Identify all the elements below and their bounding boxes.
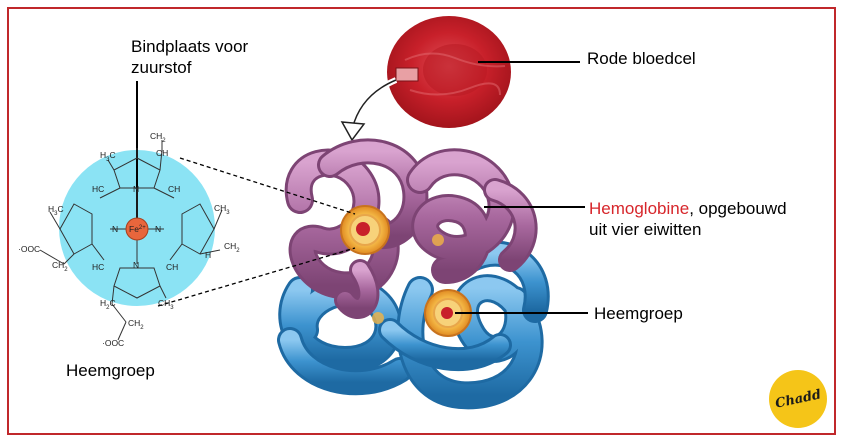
red-frame [7,7,836,435]
ooc-left-label: ·OOC [18,244,40,254]
binding-site-label: Bindplaats voor zuurstof [131,36,248,78]
hemoglobin-highlight: Hemoglobine [589,199,690,218]
n-bottom: N [133,260,139,270]
hemoglobin-line-1: Hemoglobine, opgebouwd [589,198,787,219]
ch3-bottom-label: CH3 [158,298,174,311]
heme-bonds [39,140,223,341]
hemoglobin-label: Hemoglobine, opgebouwd uit vier eiwitten [589,198,787,240]
ch2-top-label: CH2 [150,131,166,144]
n-top: N [133,184,139,194]
ch2-bottom-label: CH2 [128,318,144,331]
zoom-dash-bottom [157,247,356,307]
binding-site-line-2: zuurstof [131,58,192,77]
heme-group-label-right: Heemgroep [594,304,683,323]
iron-atom [125,217,149,241]
zoom-arrow [340,77,398,142]
chadd-logo: Chadd [769,370,827,428]
iron-label: Fe2+ [129,224,146,234]
h-vinyl-label: H [205,250,211,260]
h3c-top-label: H3C [100,150,116,163]
ch-right-label: CH [168,184,180,194]
ch-bottom-label: CH [166,262,178,272]
hc-bottom-label: HC [92,262,104,272]
ooc-bottom-label: ·OOC [102,338,124,348]
red-blood-cell [387,16,511,128]
ch3-right-label: CH3 [214,203,230,216]
ch-top-label: CH [156,148,168,158]
heme-group-upper [340,205,390,255]
h3c-left-label: H3C [48,204,64,217]
heme-group-label-left: Heemgroep [66,361,155,380]
hemoglobin-line-1-rest: , opgebouwd [689,199,787,218]
h2c-bottom-label: H2C [100,298,116,311]
zoom-dash-top [179,157,356,215]
ch2-left-label: CH2 [52,260,68,273]
heme-atom-labels: N N N N CH2 CH H3C HC CH H3C CH3 HC CH H… [18,131,240,348]
red-blood-cell-label: Rode bloedcel [587,49,696,68]
hc-left-label: HC [92,184,104,194]
binding-site-line-1: Bindplaats voor [131,37,249,56]
logo-text: Chadd [773,386,823,412]
ch2-vinyl-label: CH2 [224,241,240,254]
heme-group-lower [424,289,472,337]
hemoglobin-line-2: uit vier eiwitten [589,220,702,239]
n-left: N [112,224,118,234]
n-right: N [155,224,161,234]
